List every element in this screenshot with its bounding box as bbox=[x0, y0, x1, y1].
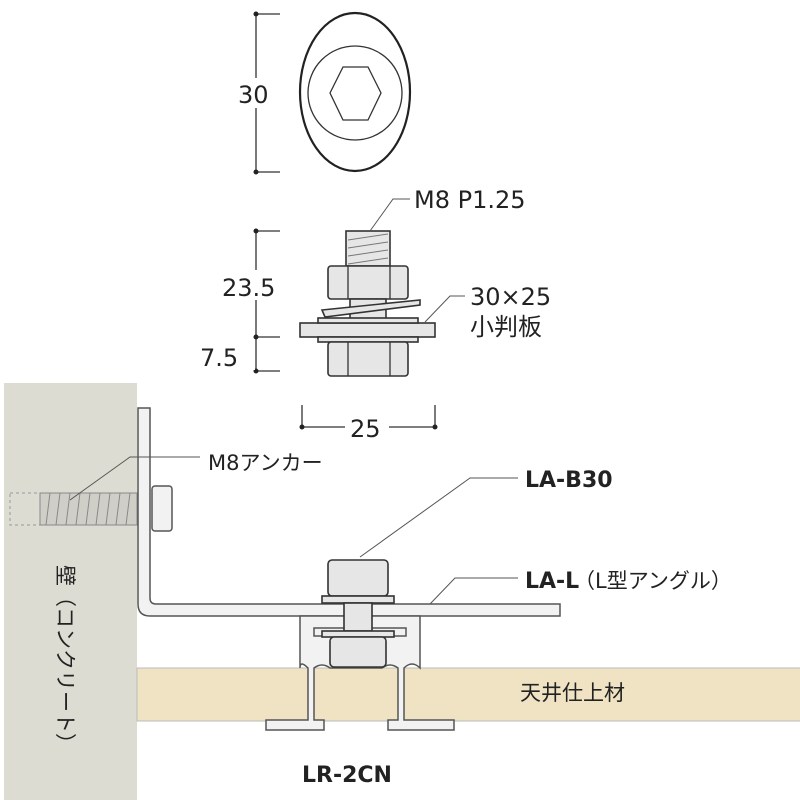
installation-section: M8アンカー LA-B30 LA-L （L型アングル） 天井仕上材 LR-2CN… bbox=[4, 383, 800, 800]
nut-circle bbox=[307, 45, 403, 141]
angle-part-label: LA-L bbox=[525, 569, 579, 594]
dim-plate-width: 25 bbox=[299, 405, 438, 443]
section-lower-nut bbox=[329, 636, 387, 668]
l-angle bbox=[137, 407, 561, 617]
section-bolt-thread bbox=[343, 602, 373, 632]
anchor-sleeve bbox=[9, 492, 41, 526]
dim-bolt-length: 23.5 7.5 bbox=[200, 228, 280, 374]
dim-bolt-length-label: 23.5 bbox=[222, 274, 275, 302]
thread-spec-label: M8 P1.25 bbox=[414, 186, 526, 214]
top-view: 30 bbox=[230, 11, 412, 175]
ceiling-rail bbox=[265, 615, 455, 731]
dim-plate-width-label: 25 bbox=[350, 415, 381, 443]
anchor-label: M8アンカー bbox=[208, 451, 323, 475]
angle-desc-label: （L型アングル） bbox=[574, 569, 732, 593]
oval-plate-outline bbox=[298, 11, 412, 173]
anchor-nut bbox=[151, 485, 173, 532]
side-view: M8 P1.25 30×25 小判板 23.5 7.5 25 bbox=[200, 186, 551, 443]
wall-label: 壁（コンクリート） bbox=[53, 565, 77, 754]
lower-nut bbox=[327, 341, 409, 377]
dim-head-height-label: 30 bbox=[238, 81, 269, 109]
oval-plate bbox=[299, 322, 436, 338]
dim-head-height: 30 bbox=[230, 11, 280, 175]
upper-nut bbox=[327, 265, 409, 300]
spring-washer bbox=[320, 299, 421, 318]
dim-nut-height-label: 7.5 bbox=[200, 344, 238, 372]
hex-socket-icon bbox=[329, 66, 382, 121]
plate-size-label: 30×25 bbox=[470, 283, 551, 311]
rail-part-label: LR-2CN bbox=[302, 763, 392, 788]
section-upper-nut bbox=[327, 559, 389, 597]
ceiling-finish bbox=[136, 667, 800, 722]
concrete-wall bbox=[4, 383, 137, 800]
plate-name-label: 小判板 bbox=[470, 313, 542, 341]
bolt-part-label: LA-B30 bbox=[525, 468, 613, 493]
ceiling-label: 天井仕上材 bbox=[520, 681, 625, 705]
